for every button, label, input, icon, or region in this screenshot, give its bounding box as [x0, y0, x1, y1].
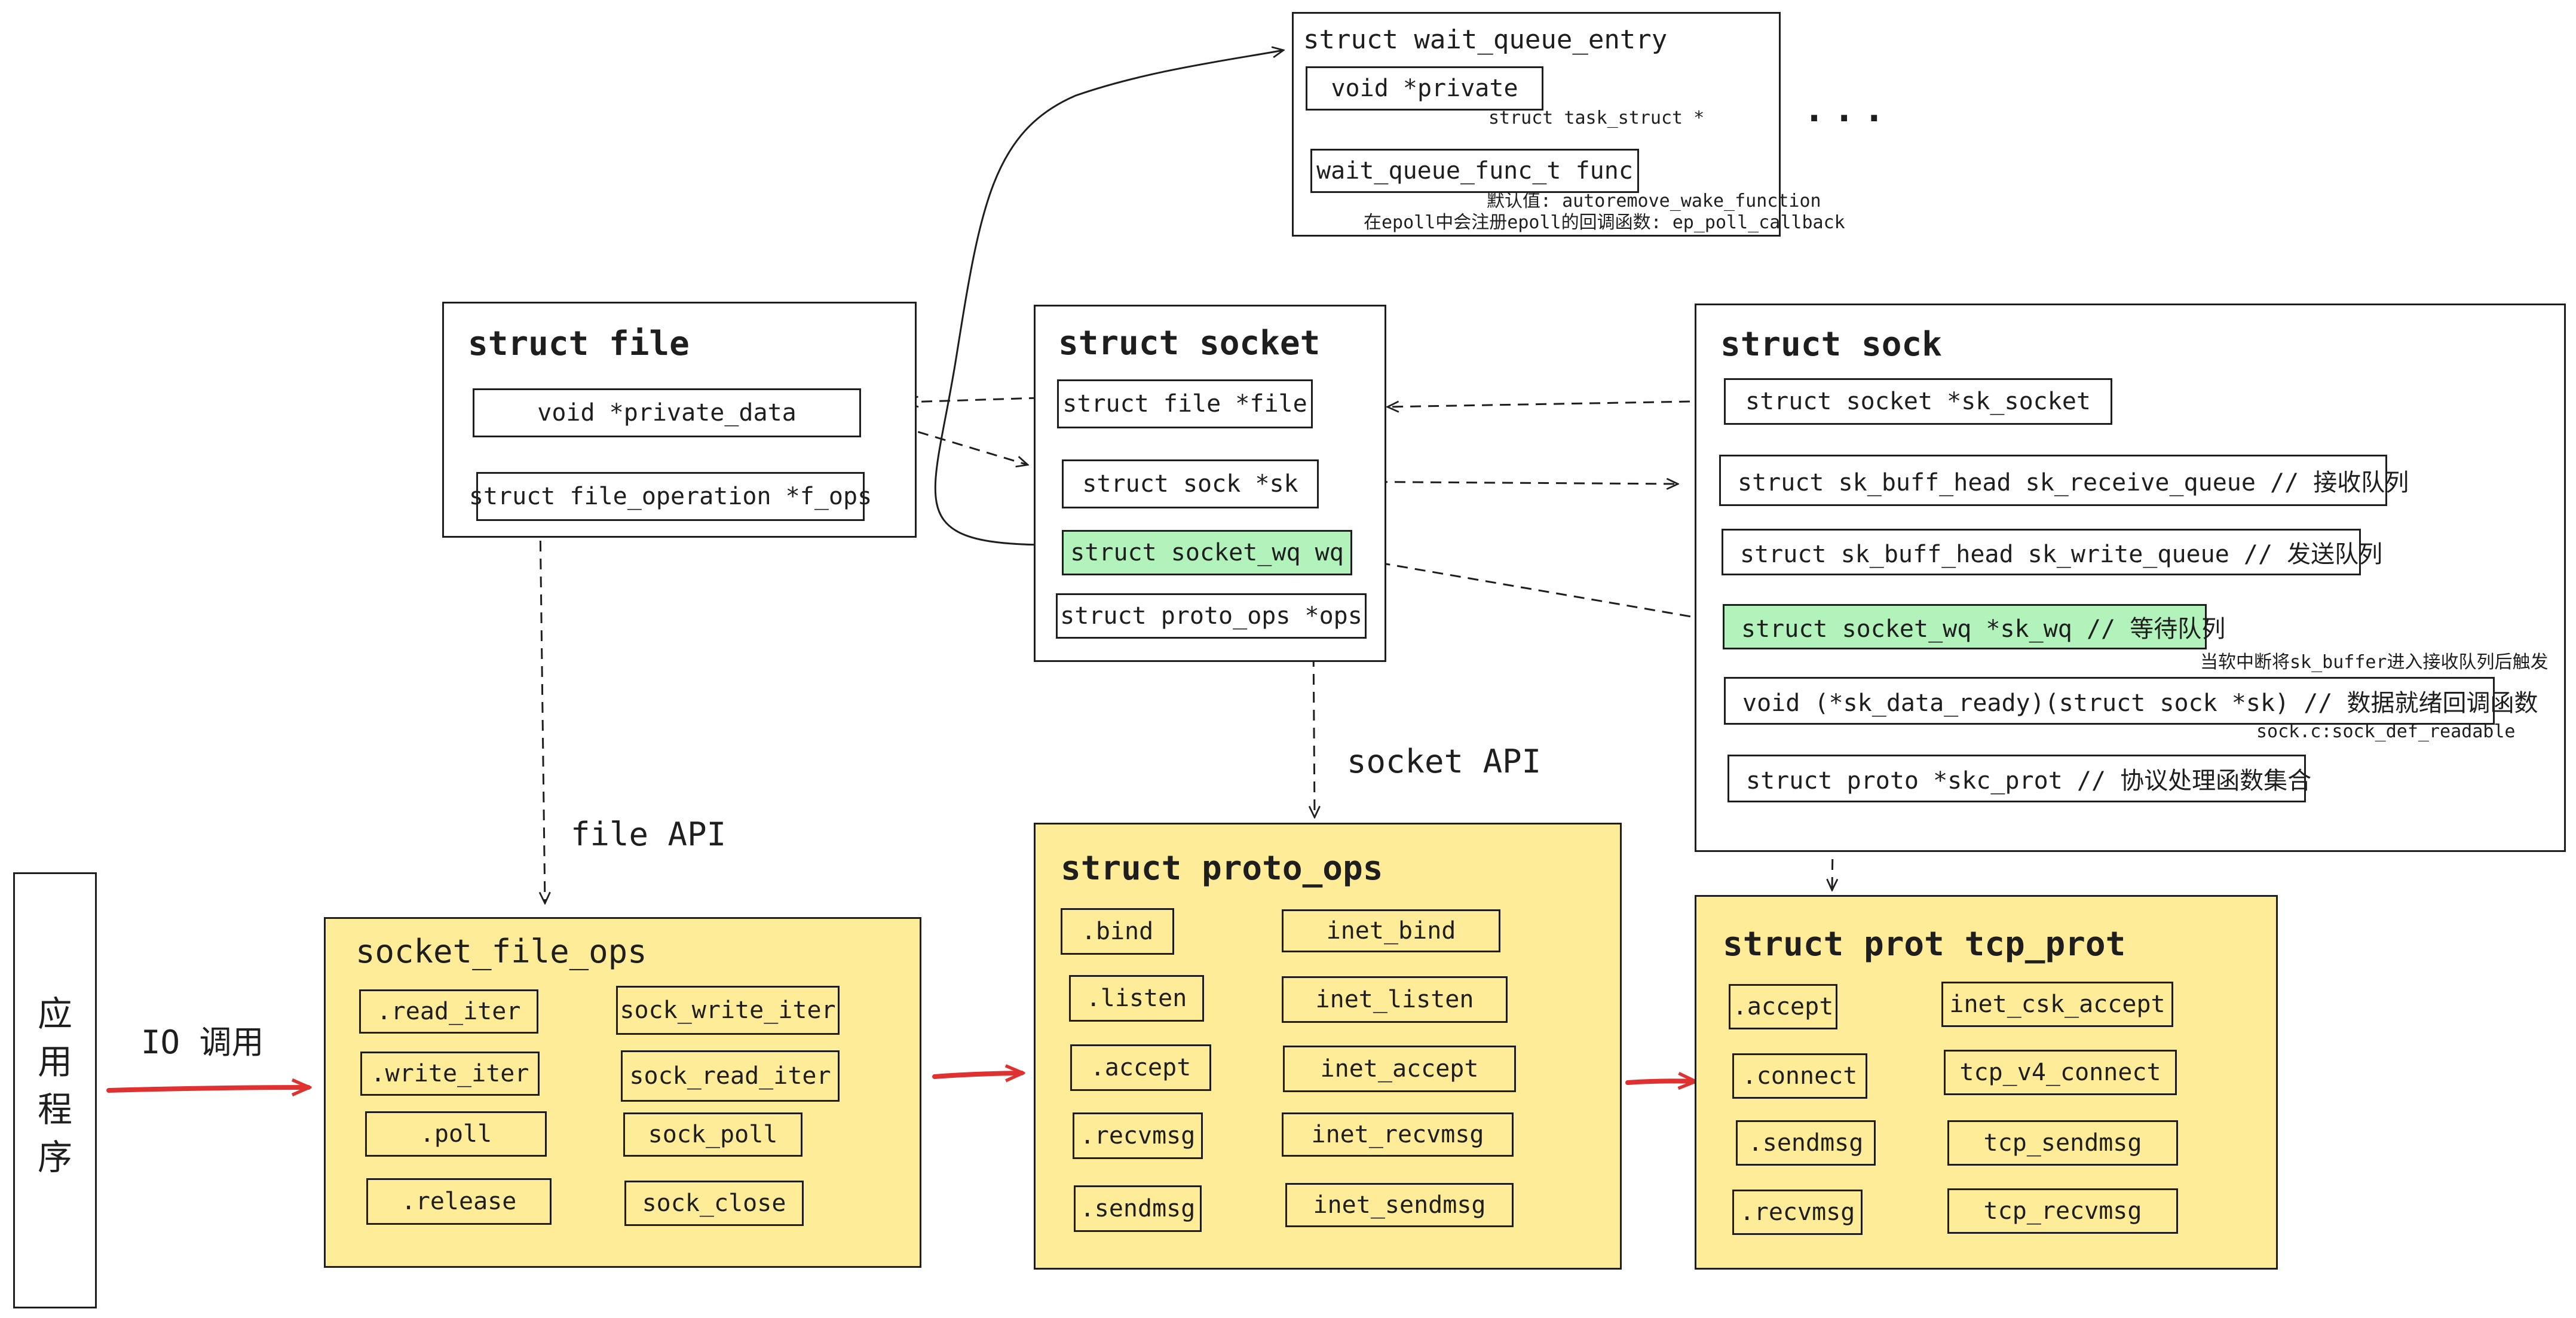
- field-sk-socket: struct socket *sk_socket: [1724, 378, 2112, 425]
- note-private-type: struct task_struct *: [1488, 108, 1705, 128]
- app-char: 程: [37, 1089, 72, 1130]
- app-char: 应: [37, 994, 72, 1034]
- op-tcp-connect: .connect: [1732, 1053, 1867, 1099]
- label-file-api: file API: [571, 816, 727, 853]
- impl-inet-sendmsg: inet_sendmsg: [1285, 1183, 1514, 1227]
- field-sk-wq: struct socket_wq *sk_wq // 等待队列: [1723, 604, 2225, 649]
- socket-file-ops-panel: socket_file_ops .read_iter sock_write_it…: [324, 917, 921, 1268]
- impl-tcp-recvmsg: tcp_recvmsg: [1947, 1188, 2178, 1234]
- wire-sock-wq-to-socket-wq: [1352, 558, 1726, 624]
- struct-socket-panel: struct socket struct file *file struct s…: [1034, 305, 1386, 662]
- op-recvmsg: .recvmsg: [1073, 1112, 1203, 1159]
- note-func-default: 默认值: autoremove_wake_function: [1487, 191, 1821, 212]
- panel-title: struct wait_queue_entry: [1303, 24, 1668, 55]
- io-arrow-proto-ops-to-tcp-prot: [1625, 1081, 1695, 1083]
- field-f-ops: struct file_operation *f_ops: [469, 472, 872, 521]
- impl-inet-accept: inet_accept: [1283, 1046, 1516, 1092]
- impl-sock-poll: sock_poll: [623, 1112, 802, 1157]
- field-skc-prot: struct proto *skc_prot // 协议处理函数集合: [1727, 755, 2311, 802]
- field-sk-receive-queue: struct sk_buff_head sk_receive_queue // …: [1719, 455, 2409, 506]
- impl-sock-close: sock_close: [624, 1181, 804, 1226]
- panel-title: struct proto_ops: [1061, 849, 1383, 888]
- op-read-iter: .read_iter: [359, 989, 538, 1034]
- note-func-epoll: 在epoll中会注册epoll的回调函数: ep_poll_callback: [1364, 212, 1845, 233]
- panel-title: struct sock: [1720, 325, 1942, 364]
- field-sk-data-ready: void (*sk_data_ready)(struct sock *sk) /…: [1724, 677, 2538, 725]
- op-tcp-sendmsg: .sendmsg: [1736, 1120, 1876, 1166]
- panel-title: struct socket: [1058, 324, 1321, 363]
- io-arrow-app-to-file-ops: [106, 1087, 308, 1090]
- op-bind: .bind: [1061, 908, 1174, 955]
- impl-inet-csk-accept: inet_csk_accept: [1941, 982, 2173, 1027]
- op-listen: .listen: [1069, 975, 1204, 1022]
- panel-title: struct prot tcp_prot: [1723, 925, 2126, 964]
- impl-tcp-sendmsg: tcp_sendmsg: [1947, 1120, 2178, 1166]
- struct-file-panel: struct file void *private_data struct fi…: [442, 302, 917, 538]
- wire-socket-ops-to-proto-ops: [1313, 637, 1315, 817]
- impl-tcp-v4-connect: tcp_v4_connect: [1944, 1050, 2177, 1095]
- app-char: 序: [37, 1137, 72, 1178]
- wait-queue-entry-panel: struct wait_queue_entry void *private st…: [1292, 12, 1781, 237]
- field-func: wait_queue_func_t func: [1310, 149, 1639, 193]
- wire-file-ops-to-socket-file-ops: [540, 522, 545, 903]
- impl-inet-recvmsg: inet_recvmsg: [1282, 1112, 1514, 1157]
- wire-sock-sk-socket-to-socket: [1387, 400, 1726, 407]
- field-file: struct file *file: [1057, 379, 1313, 428]
- impl-inet-listen: inet_listen: [1282, 976, 1508, 1023]
- op-accept: .accept: [1070, 1044, 1211, 1091]
- field-sk-write-queue: struct sk_buff_head sk_write_queue // 发送…: [1722, 529, 2382, 575]
- op-sendmsg: .sendmsg: [1074, 1185, 1202, 1232]
- app-char: 用: [37, 1041, 72, 1082]
- field-sk: struct sock *sk: [1062, 459, 1319, 508]
- application-box: 应 用 程 序: [13, 872, 97, 1308]
- impl-inet-bind: inet_bind: [1282, 909, 1500, 952]
- io-arrow-file-ops-to-proto-ops: [932, 1073, 1022, 1077]
- op-tcp-recvmsg: .recvmsg: [1732, 1190, 1863, 1235]
- panel-title: struct file: [468, 324, 690, 363]
- op-write-iter: .write_iter: [360, 1052, 540, 1096]
- field-wq: struct socket_wq wq: [1062, 530, 1352, 575]
- impl-sock-write-iter: sock_write_iter: [616, 986, 840, 1035]
- field-private-data: void *private_data: [473, 388, 861, 437]
- ellipsis: ...: [1803, 88, 1894, 130]
- note-data-ready-trigger: 当软中断将sk_buffer进入接收队列后触发: [2200, 652, 2549, 673]
- op-tcp-accept: .accept: [1729, 984, 1837, 1029]
- note-data-ready-impl: sock.c:sock_def_readable: [2256, 721, 2516, 742]
- op-poll: .poll: [365, 1111, 547, 1157]
- proto-ops-panel: struct proto_ops .bind inet_bind .listen…: [1034, 823, 1622, 1270]
- panel-title: socket_file_ops: [356, 933, 647, 970]
- label-io-call: IO 调用: [141, 1023, 264, 1061]
- tcp-prot-panel: struct prot tcp_prot .accept inet_csk_ac…: [1695, 895, 2278, 1270]
- field-private: void *private: [1306, 66, 1543, 111]
- label-socket-api: socket API: [1347, 743, 1542, 780]
- impl-sock-read-iter: sock_read_iter: [621, 1050, 840, 1102]
- op-release: .release: [366, 1178, 552, 1225]
- field-ops: struct proto_ops *ops: [1056, 593, 1367, 639]
- struct-sock-panel: struct sock struct socket *sk_socket str…: [1695, 304, 2566, 852]
